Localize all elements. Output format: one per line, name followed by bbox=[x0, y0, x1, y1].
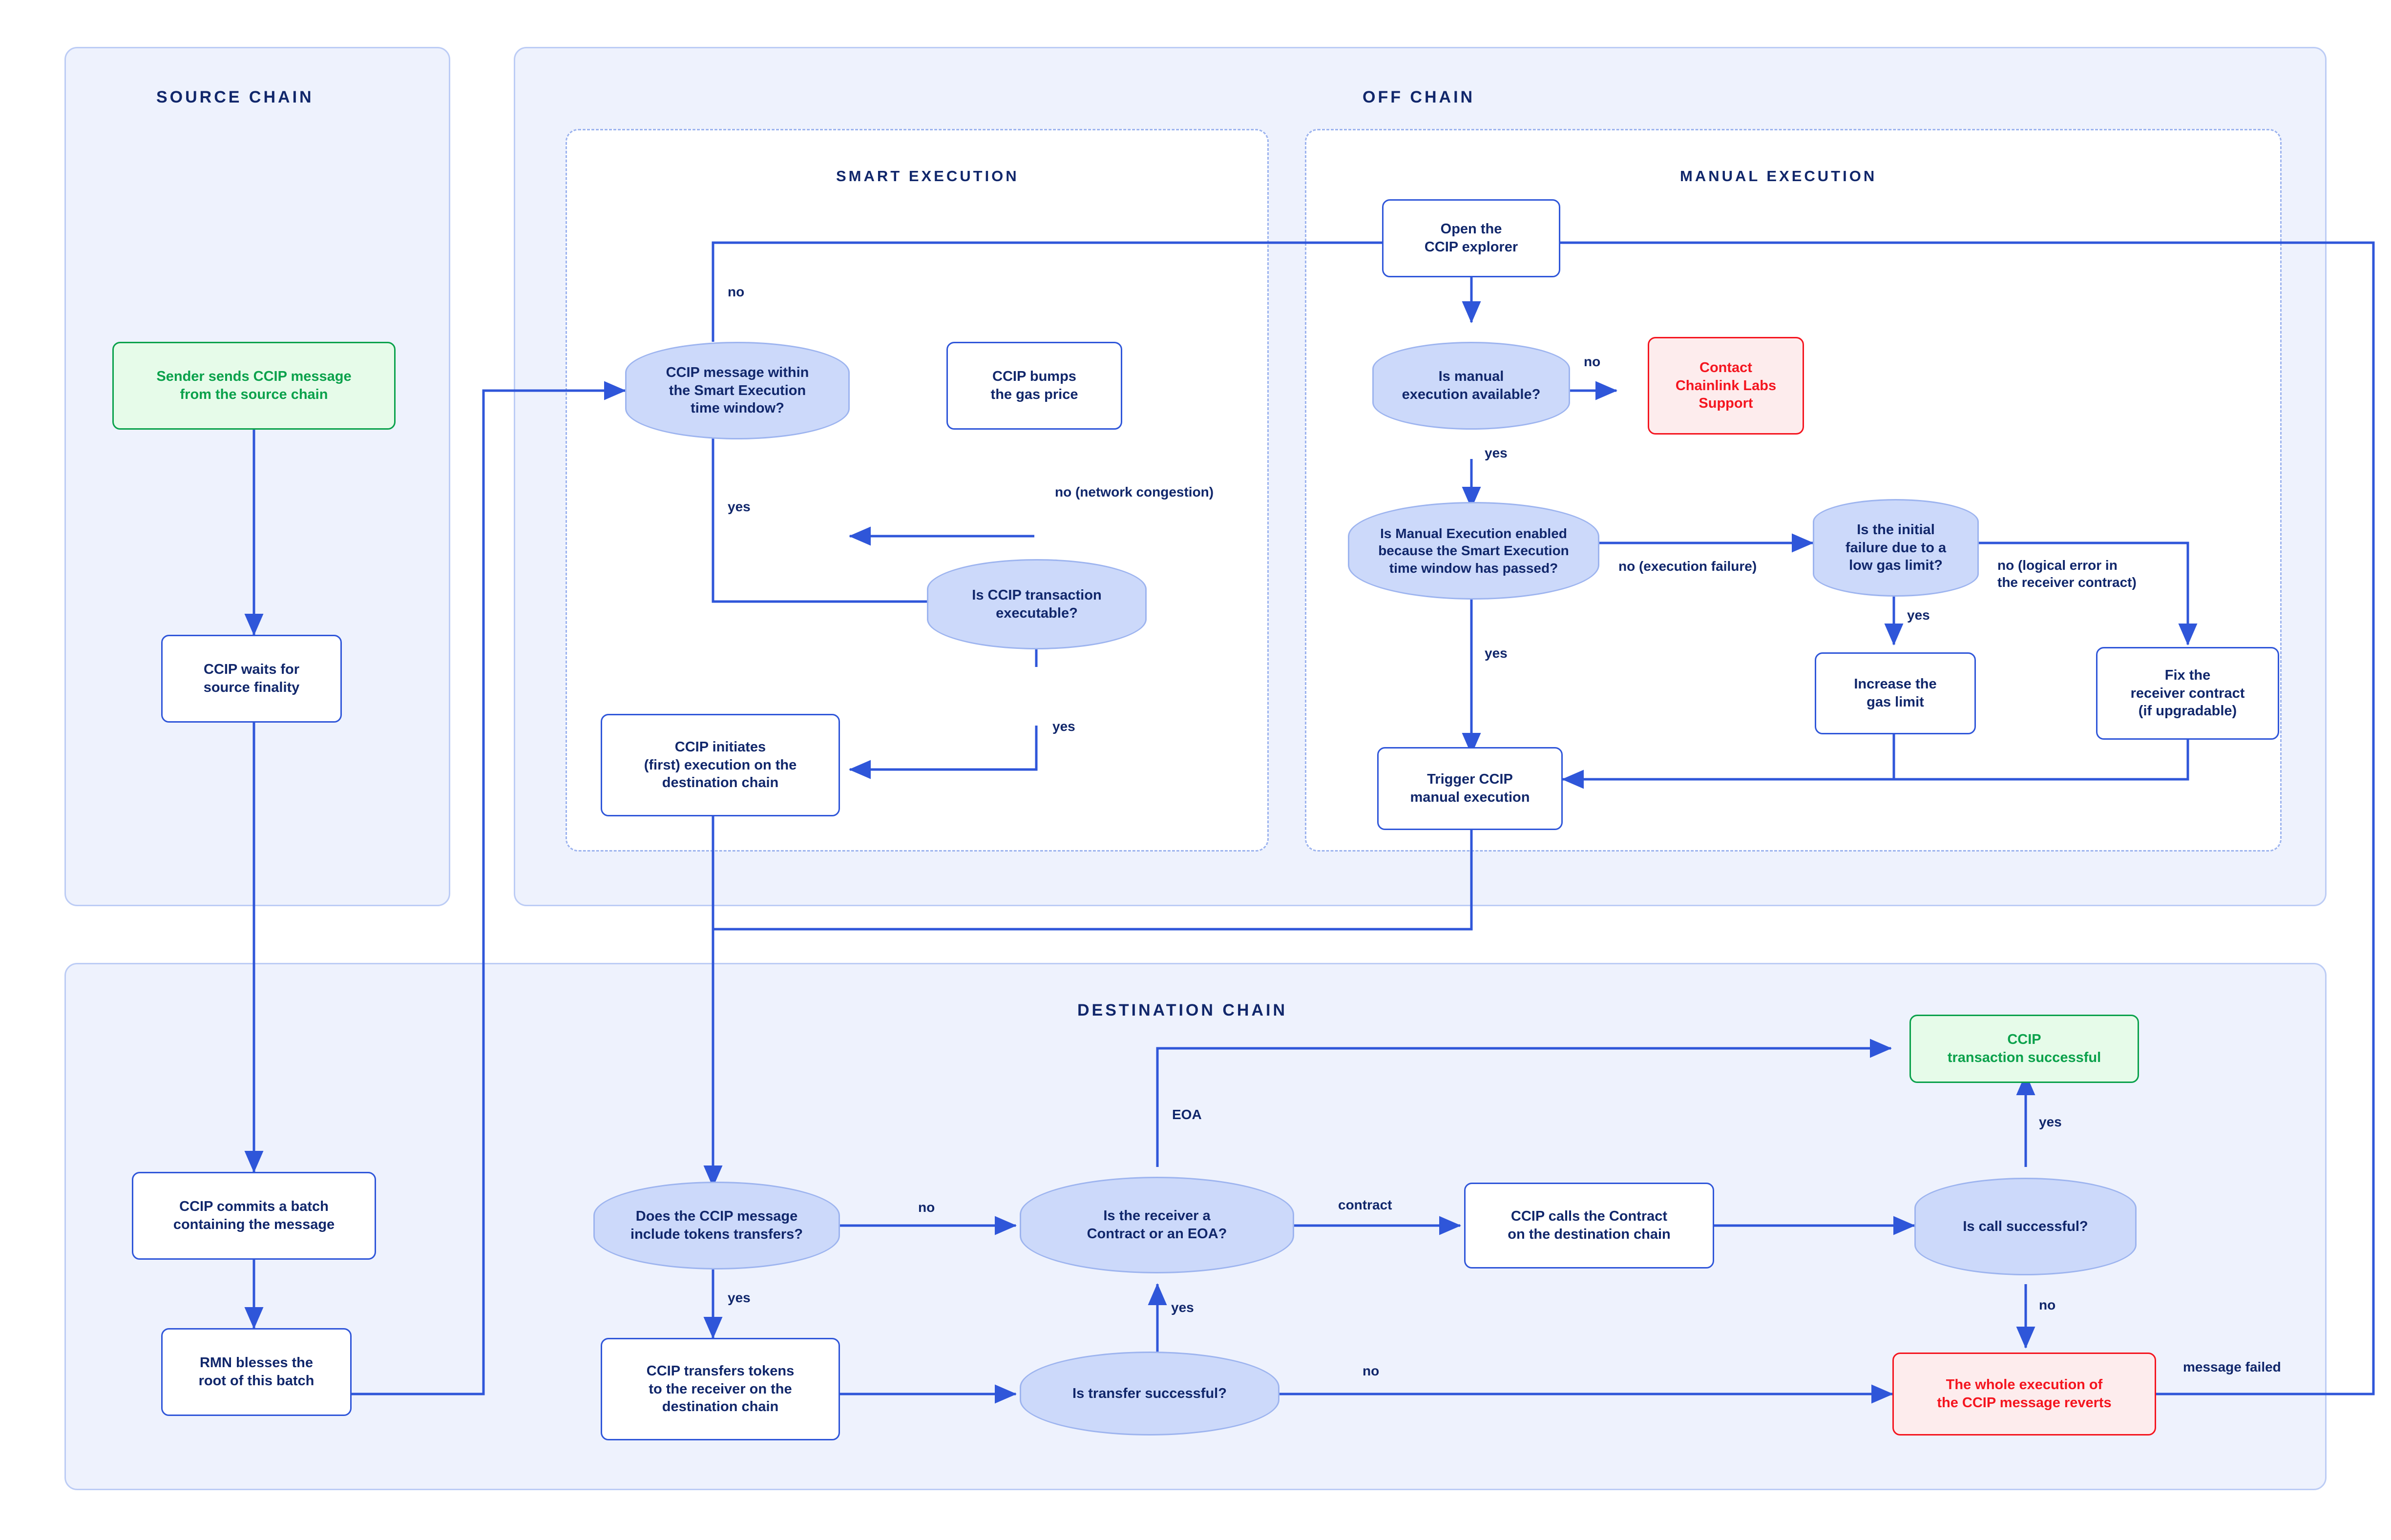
node-is-transfer-successful[interactable]: Is transfer successful? bbox=[1020, 1352, 1279, 1436]
node-rmn-blesses-root[interactable]: RMN blesses the root of this batch bbox=[161, 1328, 352, 1416]
lane-title-source-chain: SOURCE CHAIN bbox=[156, 88, 314, 106]
edge-label-manual-enabled-yes: yes bbox=[1485, 645, 1508, 661]
edge-window-no-to-explorer-line bbox=[712, 241, 1382, 342]
node-ccip-commits-batch[interactable]: CCIP commits a batch containing the mess… bbox=[132, 1172, 376, 1260]
edge-fix-to-trigger bbox=[1562, 723, 2189, 789]
node-ccip-bumps-gas-price[interactable]: CCIP bumps the gas price bbox=[946, 342, 1122, 430]
sublane-title-manual-execution: MANUAL EXECUTION bbox=[1680, 167, 1877, 185]
edge-window-yes-to-executable bbox=[712, 430, 1017, 611]
edge-label-window-no: no bbox=[728, 284, 745, 299]
node-ccip-calls-contract[interactable]: CCIP calls the Contract on the destinati… bbox=[1464, 1183, 1714, 1269]
sublane-title-smart-execution: SMART EXECUTION bbox=[836, 167, 1019, 185]
node-ccip-initiates-execution[interactable]: CCIP initiates (first) execution on the … bbox=[601, 714, 840, 816]
edge-label-tokens-no: no bbox=[918, 1200, 935, 1215]
edge-label-manual-available-yes: yes bbox=[1485, 445, 1508, 460]
node-is-initial-failure-low-gas[interactable]: Is the initial failure due to a low gas … bbox=[1813, 499, 1979, 597]
edge-label-executable-yes: yes bbox=[1052, 719, 1075, 734]
edge-label-receiver-eoa: EOA bbox=[1172, 1107, 1202, 1122]
edge-failure-no-to-fix bbox=[1978, 541, 2198, 645]
edge-label-call-yes: yes bbox=[2039, 1114, 2062, 1129]
node-increase-gas-limit[interactable]: Increase the gas limit bbox=[1815, 652, 1976, 734]
lane-title-off-chain: OFF CHAIN bbox=[1363, 88, 1475, 106]
node-contact-chainlink-labs-support[interactable]: Contact Chainlink Labs Support bbox=[1648, 337, 1804, 435]
node-is-ccip-transaction-executable[interactable]: Is CCIP transaction executable? bbox=[927, 559, 1147, 649]
edge-label-executable-no: no (network congestion) bbox=[1055, 484, 1214, 499]
node-open-ccip-explorer[interactable]: Open the CCIP explorer bbox=[1382, 199, 1560, 277]
edge-label-transfer-yes: yes bbox=[1171, 1300, 1194, 1315]
lane-title-destination-chain: DESTINATION CHAIN bbox=[1077, 1001, 1288, 1020]
node-ccip-transfers-tokens[interactable]: CCIP transfers tokens to the receiver on… bbox=[601, 1338, 840, 1440]
node-ccip-message-within-window[interactable]: CCIP message within the Smart Execution … bbox=[625, 342, 850, 439]
node-is-receiver-contract-or-eoa[interactable]: Is the receiver a Contract or an EOA? bbox=[1020, 1177, 1294, 1273]
node-fix-receiver-contract[interactable]: Fix the receiver contract (if upgradable… bbox=[2096, 647, 2279, 740]
edge-trigger-to-dest-column bbox=[713, 801, 1473, 931]
node-is-call-successful[interactable]: Is call successful? bbox=[1914, 1178, 2137, 1275]
edge-receiver-eoa-to-success bbox=[1156, 1039, 1892, 1167]
edge-label-gas-limit-yes: yes bbox=[1907, 607, 1930, 623]
edge-message-failed-to-explorer bbox=[1411, 241, 2375, 1395]
edge-label-message-failed: message failed bbox=[2183, 1359, 2281, 1374]
edge-executable-yes-to-initiates bbox=[849, 726, 1038, 779]
lane-source-chain bbox=[64, 47, 450, 906]
node-ccip-message-reverts[interactable]: The whole execution of the CCIP message … bbox=[1892, 1353, 2156, 1436]
edge-label-transfer-no: no bbox=[1363, 1363, 1380, 1378]
edge-label-receiver-contract: contract bbox=[1338, 1197, 1392, 1212]
edge-label-tokens-yes: yes bbox=[728, 1290, 751, 1305]
edge-label-window-yes: yes bbox=[728, 499, 751, 514]
edge-label-manual-available-no: no bbox=[1584, 354, 1601, 369]
edge-label-gas-limit-no: no (logical error in the receiver contra… bbox=[1997, 558, 2137, 590]
edge-rmn-to-window bbox=[352, 381, 626, 1395]
node-trigger-ccip-manual-execution[interactable]: Trigger CCIP manual execution bbox=[1377, 747, 1563, 830]
node-ccip-transaction-successful[interactable]: CCIP transaction successful bbox=[1909, 1015, 2139, 1083]
node-is-manual-execution-available[interactable]: Is manual execution available? bbox=[1372, 342, 1570, 430]
node-does-message-include-tokens[interactable]: Does the CCIP message include tokens tra… bbox=[593, 1182, 840, 1269]
edge-label-call-no: no bbox=[2039, 1297, 2056, 1312]
edge-label-manual-enabled-no: no (execution failure) bbox=[1618, 559, 1757, 574]
node-sender-sends-ccip-message[interactable]: Sender sends CCIP message from the sourc… bbox=[112, 342, 396, 430]
node-is-manual-execution-enabled[interactable]: Is Manual Execution enabled because the … bbox=[1348, 502, 1599, 600]
node-ccip-waits-source-finality[interactable]: CCIP waits for source finality bbox=[161, 635, 342, 723]
